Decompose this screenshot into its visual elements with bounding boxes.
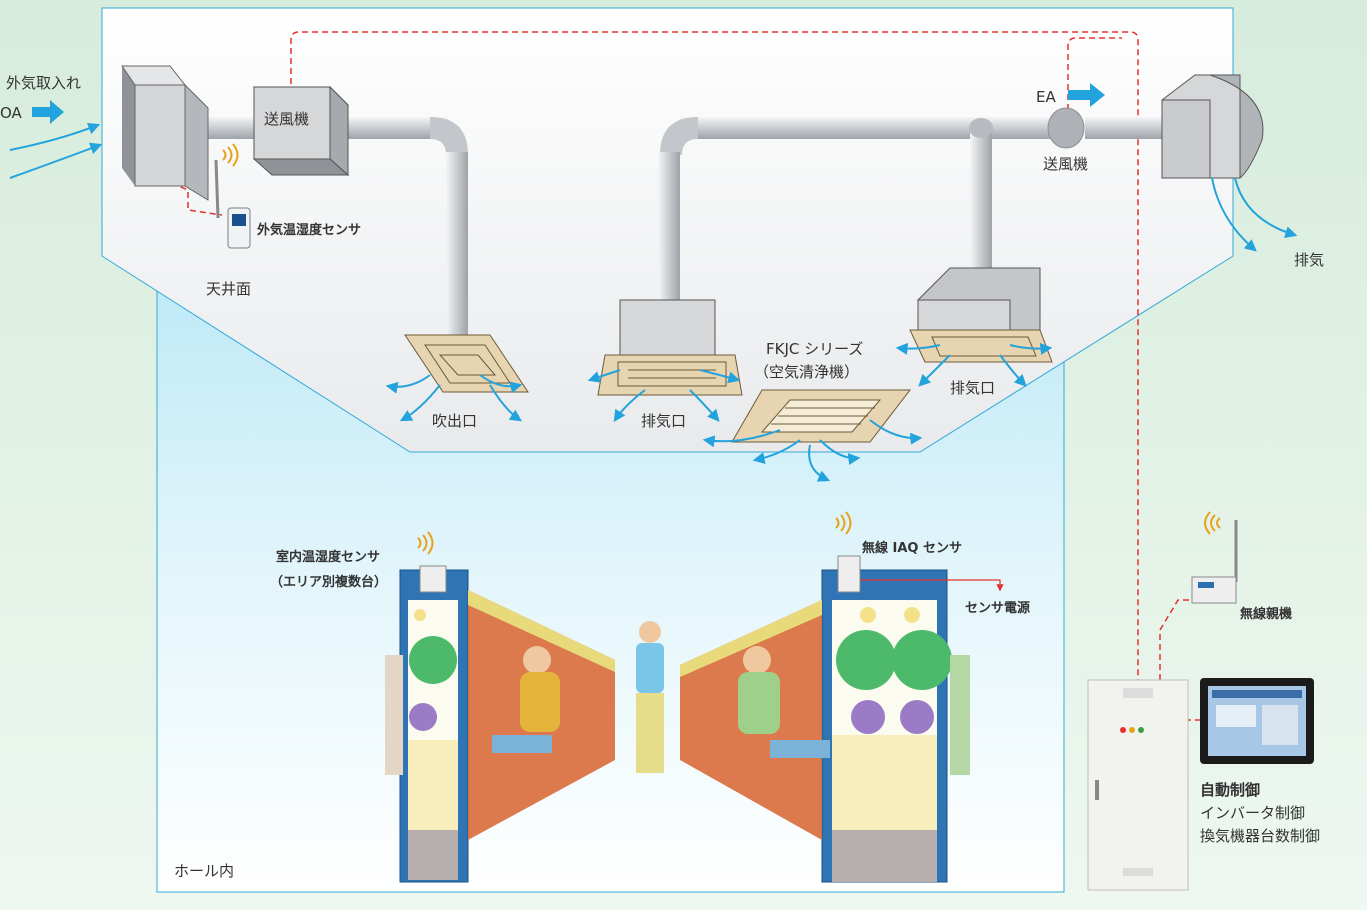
- air-purifier-unit: [731, 389, 912, 443]
- wifi-signal-icon: [222, 143, 239, 167]
- wifi-signal-icon: [417, 531, 434, 555]
- exhaust-port-unit-2: [909, 267, 1053, 363]
- exhaust-fan-label: 送風機: [1043, 155, 1088, 173]
- player-figures: [385, 621, 970, 775]
- intake-hood: [121, 65, 209, 201]
- inverter-control-label: インバータ制御: [1200, 804, 1305, 822]
- wireless-master-device: [1191, 520, 1238, 604]
- hall-label: ホール内: [174, 862, 234, 880]
- supply-outlet-unit: [404, 334, 529, 393]
- ea-label: EA: [1036, 88, 1056, 106]
- exhaust-hood: [1161, 74, 1264, 180]
- supply-outlet-label: 吹出口: [432, 412, 477, 430]
- exhaust-port-label-1: 排気口: [641, 412, 686, 430]
- exhaust-port-unit-1: [597, 299, 743, 396]
- outdoor-sensor-label: 外気温湿度センサ: [256, 222, 361, 238]
- pachinko-machine-right: [821, 555, 952, 883]
- indoor-sensor-note: （エリア別複数台）: [270, 574, 387, 590]
- air-purifier-label: （空気清浄機）: [754, 363, 859, 381]
- oa-arrow-icon: [32, 100, 64, 124]
- sensor-power-label: センサ電源: [965, 600, 1030, 616]
- exhaust-label: 排気: [1294, 251, 1324, 269]
- wifi-signal-icon: [835, 511, 852, 535]
- airflow-arrows: [9, 122, 1298, 482]
- pachinko-machine-left: [399, 565, 469, 883]
- unit-count-control-label: 換気機器台数制御: [1200, 827, 1320, 845]
- sensor-power-wire: [860, 579, 1004, 592]
- iaq-sensor-label: 無線 IAQ センサ: [862, 540, 962, 556]
- wifi-signal-icon: [1204, 511, 1221, 535]
- ea-arrow-icon: [1068, 83, 1105, 107]
- exhaust-port-label-2: 排気口: [950, 379, 995, 397]
- ceiling-label: 天井面: [206, 280, 251, 298]
- supply-fan-label: 送風機: [264, 110, 309, 128]
- fkjc-series-label: FKJC シリーズ: [766, 340, 863, 358]
- wireless-master-label: 無線親機: [1240, 606, 1292, 622]
- auto-control-label: 自動制御: [1200, 781, 1260, 799]
- touchscreen-monitor-icon: [1200, 678, 1314, 764]
- supply-fan-unit: [252, 85, 350, 177]
- control-panel-cabinet: [1087, 679, 1189, 891]
- outdoor-sensor-device: [214, 159, 251, 249]
- outside-air-intake-label: 外気取入れ: [6, 74, 81, 92]
- oa-label: OA: [0, 104, 23, 122]
- indoor-sensor-label: 室内温湿度センサ: [276, 549, 380, 565]
